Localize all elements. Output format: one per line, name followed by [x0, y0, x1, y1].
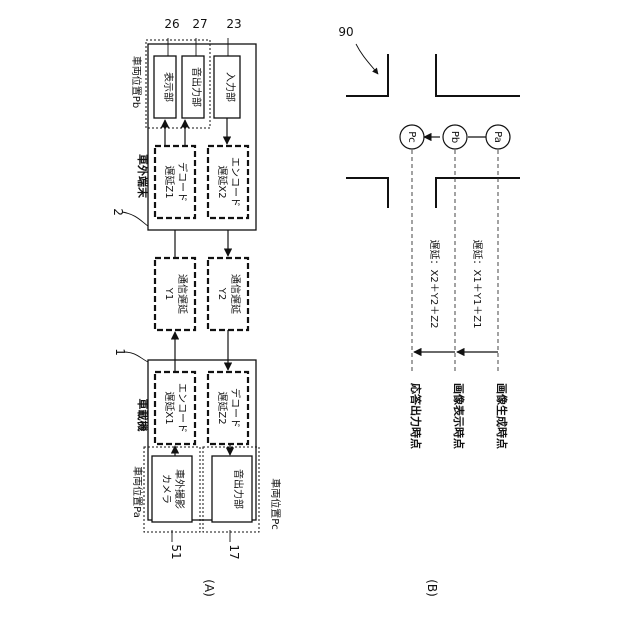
- input-label: 入力部: [224, 72, 237, 102]
- figure-b: 90 Pc Pb Pa 遅延：X2＋Y2＋Z2 遅延：X1＋Y1＋Z1 応答出力…: [338, 25, 520, 597]
- vehicle-unit: 車載機 1 エンコード遅延X1 デコード遅延Z2 車外撮影カメラ 車両位置Pa …: [113, 348, 282, 559]
- figure-b-caption: (B): [425, 579, 439, 597]
- vehicle-ref-number: 1: [113, 348, 127, 356]
- terminal-unit-title: 車外端末: [136, 154, 150, 199]
- time-response-label: 応答出力時点: [409, 383, 423, 449]
- vehicle-speaker-label: 音出力部: [232, 469, 245, 509]
- road-lower-right: [436, 178, 520, 208]
- position-pc-label: Pc: [406, 131, 417, 143]
- time-generation-label: 画像生成時点: [495, 383, 509, 449]
- display-label: 表示部: [162, 72, 175, 102]
- zone-pc-label: 車両位置Pc: [269, 478, 282, 530]
- vehicle-unit-title: 車載機: [136, 399, 150, 432]
- terminal-speaker-label: 音出力部: [190, 67, 203, 107]
- zone-pb-label: 車両位置Pb: [130, 56, 143, 108]
- figure-b-ref-leader: [356, 44, 378, 74]
- camera-box: [152, 456, 192, 522]
- zone-pa-label: 車両位置Pa: [131, 466, 144, 518]
- position-pb-label: Pb: [449, 131, 460, 143]
- figure-a: 車載機 1 エンコード遅延X1 デコード遅延Z2 車外撮影カメラ 車両位置Pa …: [111, 17, 282, 597]
- terminal-ref-number: 2: [111, 208, 125, 216]
- camera-ref-number: 51: [169, 544, 183, 559]
- vehicle-speaker-ref-number: 17: [227, 544, 241, 559]
- road-upper-right: [436, 54, 520, 96]
- vehicle-speaker-box: [212, 456, 252, 522]
- comm-y1-box: [155, 258, 195, 330]
- delay-lower-label: 遅延：X1＋Y1＋Z1: [471, 240, 483, 329]
- display-ref-number: 26: [164, 17, 179, 31]
- decode-z2-box: [208, 372, 248, 444]
- comm-y2-box: [208, 258, 248, 330]
- delay-upper-label: 遅延：X2＋Y2＋Z2: [428, 240, 440, 329]
- time-display-label: 画像表示時点: [452, 383, 466, 449]
- decode-z1-box: [155, 146, 195, 218]
- encode-x1-box: [155, 372, 195, 444]
- input-ref-number: 23: [226, 17, 241, 31]
- position-pa-label: Pa: [492, 131, 503, 143]
- terminal-unit: 車外端末 2 デコード遅延Z1 エンコード遅延X2 車両位置Pb 表示部 26: [111, 17, 256, 230]
- figure-b-ref-number: 90: [338, 25, 353, 39]
- road-lower-left: [346, 178, 388, 208]
- encode-x2-box: [208, 146, 248, 218]
- terminal-speaker-ref-number: 27: [192, 17, 207, 31]
- figure-a-caption: (A): [202, 579, 216, 597]
